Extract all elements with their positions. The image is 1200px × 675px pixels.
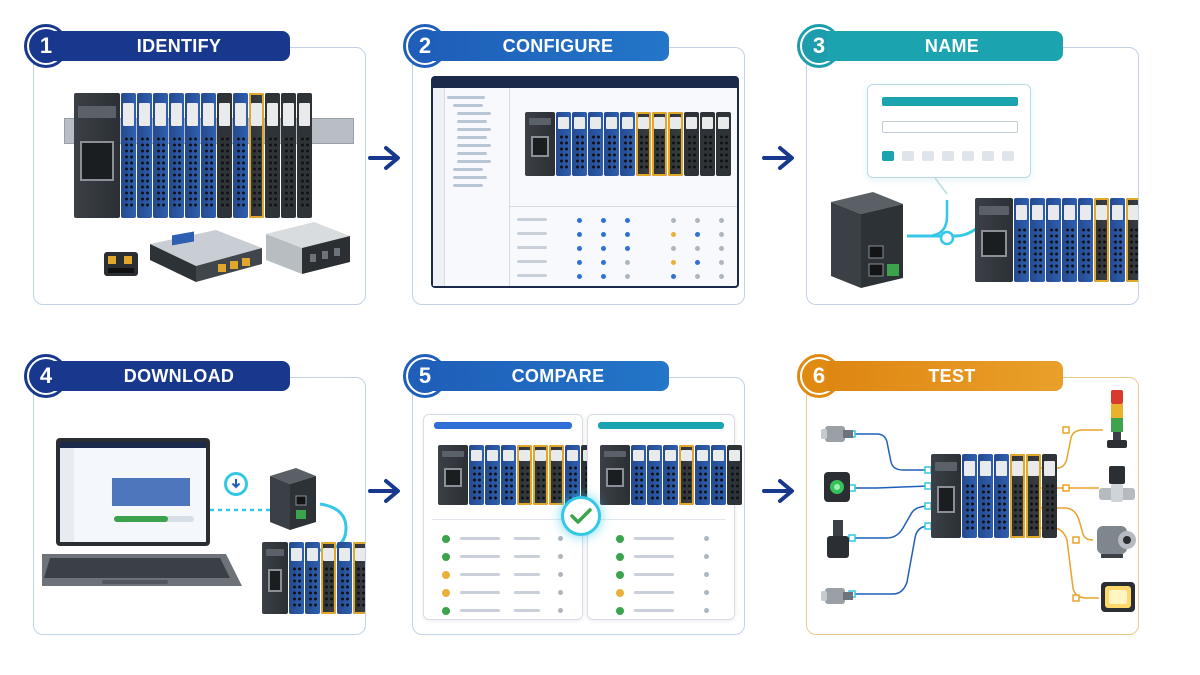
step-4-card (33, 377, 366, 635)
photoelectric-sensor (821, 470, 853, 504)
checkmark-icon (561, 496, 601, 536)
step-2-card (412, 47, 745, 305)
stack-light (1105, 388, 1129, 452)
step-title: COMPARE (511, 365, 605, 386)
pressure-sensor (823, 518, 853, 562)
electric-motor (1093, 520, 1137, 560)
terminal-connector (102, 246, 140, 280)
project-tree (447, 96, 507, 192)
configured-rack-view (525, 112, 732, 176)
step-title-banner: NAME (827, 31, 1063, 61)
sfp-module (146, 226, 266, 286)
step-title-banner: CONFIGURE (433, 31, 669, 61)
gateway-device (266, 466, 320, 532)
step-title: IDENTIFY (136, 35, 222, 56)
step-title: NAME (924, 35, 980, 56)
expected-config-panel (423, 414, 596, 620)
device-name-field (882, 121, 1018, 133)
indicator-lamp (1099, 578, 1137, 618)
inductive-sensor (821, 582, 853, 610)
plug-connector (262, 218, 354, 280)
actual-config-panel (587, 414, 742, 620)
step-title: TEST (928, 365, 976, 386)
step-title: CONFIGURE (502, 35, 614, 56)
step-title-banner: DOWNLOAD (54, 361, 290, 391)
io-module-rack (931, 454, 1058, 538)
step-5-card (412, 377, 745, 635)
name-assignment-link (907, 177, 978, 246)
device-name-dialog (867, 84, 1031, 178)
solenoid-valve (1097, 464, 1137, 508)
proximity-sensor (821, 420, 853, 448)
right-arrow-icon (762, 146, 794, 170)
step-title-banner: TEST (827, 361, 1063, 391)
right-arrow-icon (762, 479, 794, 503)
right-arrow-icon (368, 479, 400, 503)
step-3-card (806, 47, 1139, 305)
step-title-banner: IDENTIFY (54, 31, 290, 61)
io-parameter-table (517, 218, 743, 279)
step-title: DOWNLOAD (123, 365, 235, 386)
window-titlebar (433, 78, 737, 88)
window-sidebar (433, 88, 445, 286)
gateway-device (825, 188, 907, 292)
step-1-card (33, 47, 366, 305)
configuration-software-window (431, 76, 739, 288)
io-module-rack (262, 542, 365, 614)
step-title-banner: COMPARE (433, 361, 669, 391)
io-module-rack (975, 198, 1138, 282)
download-icon (224, 472, 248, 496)
laptop (38, 436, 242, 596)
step-6-card (806, 377, 1139, 635)
right-arrow-icon (368, 146, 400, 170)
io-module-rack (74, 93, 313, 218)
